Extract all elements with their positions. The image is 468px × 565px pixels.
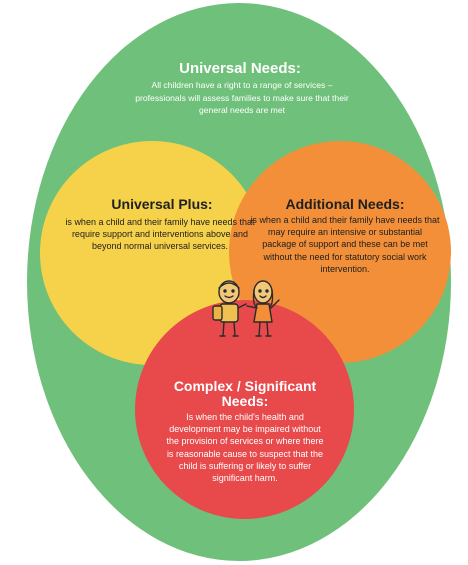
universal-needs-description: All children have a right to a range of …	[135, 80, 349, 115]
universal-plus-description: is when a child and their family have ne…	[65, 217, 255, 252]
complex-needs-title: Complex / Significant Needs:	[173, 378, 317, 409]
children-illustration-icon	[212, 280, 280, 337]
complex-needs-circle	[135, 300, 354, 519]
additional-needs-description: is when a child and their family have ne…	[250, 215, 440, 274]
universal-needs-title: Universal Needs:	[179, 60, 301, 77]
universal-plus-title: Universal Plus:	[111, 196, 213, 212]
additional-needs-title: Additional Needs:	[285, 196, 405, 212]
complex-needs-description: Is when the child's health and developme…	[166, 412, 324, 484]
